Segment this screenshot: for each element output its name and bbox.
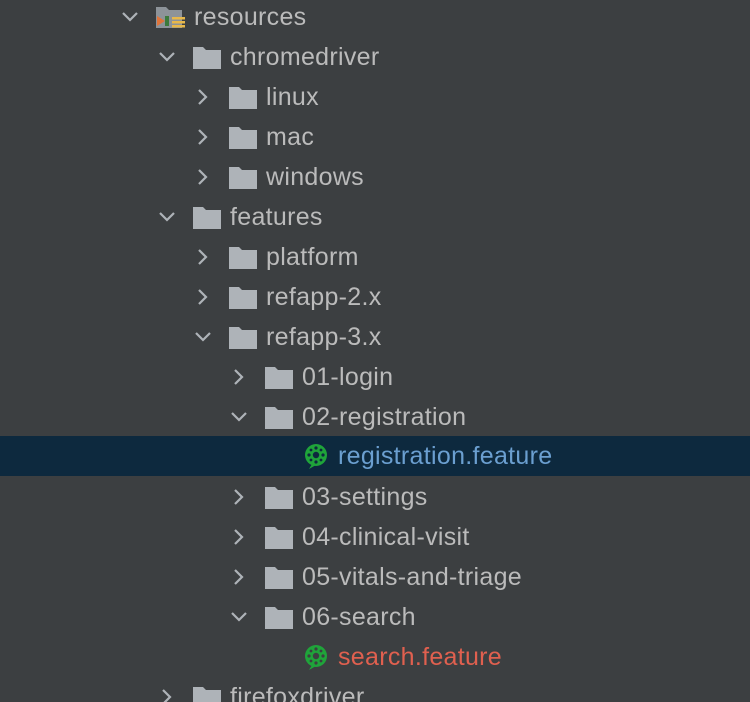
tree-row-chromedriver[interactable]: chromedriver [0,37,750,77]
tree-row-features[interactable]: features [0,197,750,237]
tree-row-resources[interactable]: resources [0,0,750,37]
chevron-right-icon[interactable] [229,487,249,507]
chevron-down-icon[interactable] [157,47,177,67]
folder-icon [264,486,294,510]
tree-row-label: features [230,203,323,231]
folder-icon [228,246,258,270]
tree-row-windows[interactable]: windows [0,157,750,197]
tree-row-label: refapp-3.x [266,323,382,351]
chevron-right-icon[interactable] [193,167,213,187]
tree-row-05-vitals-and-triage[interactable]: 05-vitals-and-triage [0,557,750,597]
tree-row-label: 01-login [302,363,394,391]
tree-row-label: linux [266,83,319,111]
tree-row-03-settings[interactable]: 03-settings [0,477,750,517]
tree-row-label: search.feature [338,643,503,671]
folder-icon [264,606,294,630]
chevron-right-icon[interactable] [193,87,213,107]
cucumber-icon [302,442,332,469]
chevron-down-icon[interactable] [120,7,140,27]
tree-row-label: 05-vitals-and-triage [302,563,522,591]
tree-row-04-clinical-visit[interactable]: 04-clinical-visit [0,517,750,557]
tree-row-firefoxdriver[interactable]: firefoxdriver [0,677,750,702]
folder-icon [192,686,222,702]
tree-row-02-registration[interactable]: 02-registration [0,397,750,437]
chevron-right-icon[interactable] [193,247,213,267]
tree-row-linux[interactable]: linux [0,77,750,117]
chevron-right-icon[interactable] [193,287,213,307]
folder-icon [264,366,294,390]
chevron-down-icon[interactable] [193,327,213,347]
chevron-down-icon[interactable] [229,607,249,627]
folder-icon [192,46,222,70]
tree-row-label: resources [194,3,307,31]
tree-row-label: 02-registration [302,403,467,431]
tree-row-01-login[interactable]: 01-login [0,357,750,397]
folder-icon [228,126,258,150]
tree-row-label: 06-search [302,603,416,631]
folder-icon [228,286,258,310]
chevron-right-icon[interactable] [229,567,249,587]
tree-row-label: chromedriver [230,43,380,71]
tree-row-registration-feature[interactable]: registration.feature [0,436,750,476]
tree-row-label: windows [266,163,364,191]
folder-icon [264,526,294,550]
folder-icon [264,566,294,590]
chevron-down-icon[interactable] [157,207,177,227]
tree-row-06-search[interactable]: 06-search [0,597,750,637]
chevron-down-icon[interactable] [229,407,249,427]
tree-row-platform[interactable]: platform [0,237,750,277]
folder-icon [228,86,258,110]
tree-row-mac[interactable]: mac [0,117,750,157]
tree-row-label: mac [266,123,315,151]
resources-folder-icon [155,6,185,30]
chevron-right-icon[interactable] [193,127,213,147]
tree-row-label: 03-settings [302,483,428,511]
folder-icon [264,406,294,430]
cucumber-icon [302,643,332,670]
chevron-right-icon[interactable] [229,527,249,547]
chevron-right-icon[interactable] [157,687,177,702]
folder-icon [192,206,222,230]
tree-row-label: refapp-2.x [266,283,382,311]
chevron-right-icon[interactable] [229,367,249,387]
tree-row-label: 04-clinical-visit [302,523,470,551]
tree-row-label: registration.feature [338,442,553,470]
tree-row-refapp-2x[interactable]: refapp-2.x [0,277,750,317]
tree-row-label: firefoxdriver [230,683,365,702]
folder-icon [228,166,258,190]
tree-row-refapp-3x[interactable]: refapp-3.x [0,317,750,357]
folder-icon [228,326,258,350]
tree-row-search-feature[interactable]: search.feature [0,637,750,677]
tree-row-label: platform [266,243,359,271]
